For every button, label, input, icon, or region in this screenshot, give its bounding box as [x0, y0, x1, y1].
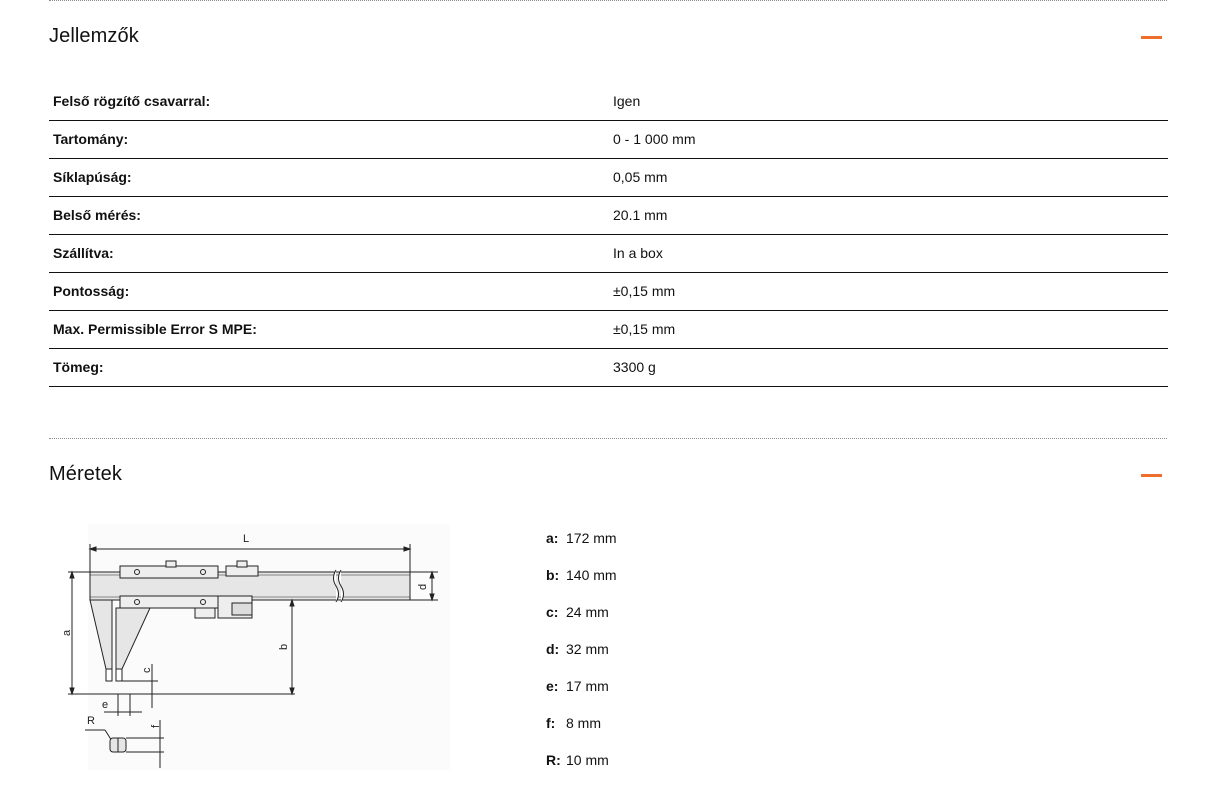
- dim-value: 24 mm: [566, 604, 609, 620]
- features-table: Felső rögzítő csavarral: Igen Tartomány:…: [49, 82, 1168, 387]
- dimensions-collapse-icon[interactable]: [1141, 474, 1162, 477]
- features-title: Jellemzők: [49, 25, 139, 47]
- section-divider: [49, 438, 1167, 439]
- dim-key: d:: [546, 641, 560, 657]
- spec-label: Max. Permissible Error S MPE:: [53, 321, 257, 337]
- dim-key: b:: [546, 567, 560, 583]
- dim-key: R:: [546, 752, 561, 768]
- spec-label: Síklapúság:: [53, 169, 132, 185]
- table-row: Max. Permissible Error S MPE: ±0,15 mm: [49, 310, 1168, 348]
- list-item: b: 140 mm: [546, 565, 617, 602]
- spec-value: 0 - 1 000 mm: [613, 131, 696, 147]
- dim-key: a:: [546, 530, 559, 546]
- list-item: d: 32 mm: [546, 639, 617, 676]
- label-d: d: [417, 584, 429, 590]
- dim-value: 140 mm: [566, 567, 617, 583]
- label-a: a: [61, 629, 73, 636]
- label-f: f: [150, 724, 162, 728]
- label-R: R: [87, 715, 95, 727]
- top-divider: [49, 0, 1167, 1]
- dim-value: 10 mm: [566, 752, 609, 768]
- spec-value: 0,05 mm: [613, 169, 668, 185]
- list-item: c: 24 mm: [546, 602, 617, 639]
- table-row: Felső rögzítő csavarral: Igen: [49, 82, 1168, 120]
- dim-value: 8 mm: [566, 715, 601, 731]
- caliper-dimension-diagram: L: [60, 524, 460, 774]
- spec-value: 20.1 mm: [613, 207, 668, 223]
- list-item: e: 17 mm: [546, 676, 617, 713]
- dimensions-title: Méretek: [49, 463, 122, 485]
- dim-key: f:: [546, 715, 556, 731]
- spec-value: 3300 g: [613, 359, 656, 375]
- table-row: Tömeg: 3300 g: [49, 348, 1168, 386]
- list-item: a: 172 mm: [546, 528, 617, 565]
- features-collapse-icon[interactable]: [1141, 36, 1162, 39]
- table-row: Szállítva: In a box: [49, 234, 1168, 272]
- dim-value: 17 mm: [566, 678, 609, 694]
- dim-key: c:: [546, 604, 559, 620]
- table-row: Tartomány: 0 - 1 000 mm: [49, 120, 1168, 158]
- spec-label: Szállítva:: [53, 245, 114, 261]
- spec-value: Igen: [613, 92, 641, 109]
- dimensions-list: a: 172 mm b: 140 mm c: 24 mm d: 32 mm e:…: [546, 528, 617, 787]
- label-L: L: [243, 533, 249, 545]
- spec-value: ±0,15 mm: [613, 283, 676, 299]
- spec-label: Tartomány:: [53, 131, 129, 147]
- label-b: b: [278, 644, 290, 650]
- dim-value: 32 mm: [566, 641, 609, 657]
- label-c: c: [141, 667, 153, 673]
- list-item: R: 10 mm: [546, 750, 617, 787]
- spec-value: In a box: [613, 245, 663, 261]
- label-e: e: [102, 699, 108, 711]
- spec-label: Tömeg:: [53, 359, 104, 375]
- dim-value: 172 mm: [566, 530, 617, 546]
- table-row: Pontosság: ±0,15 mm: [49, 272, 1168, 310]
- spec-value: ±0,15 mm: [613, 321, 676, 337]
- table-row: Síklapúság: 0,05 mm: [49, 158, 1168, 196]
- spec-label: Pontosság:: [53, 283, 130, 299]
- dim-key: e:: [546, 678, 559, 694]
- spec-label: Felső rögzítő csavarral:: [53, 92, 211, 109]
- list-item: f: 8 mm: [546, 713, 617, 750]
- table-row: Belső mérés: 20.1 mm: [49, 196, 1168, 234]
- spec-label: Belső mérés:: [53, 207, 141, 223]
